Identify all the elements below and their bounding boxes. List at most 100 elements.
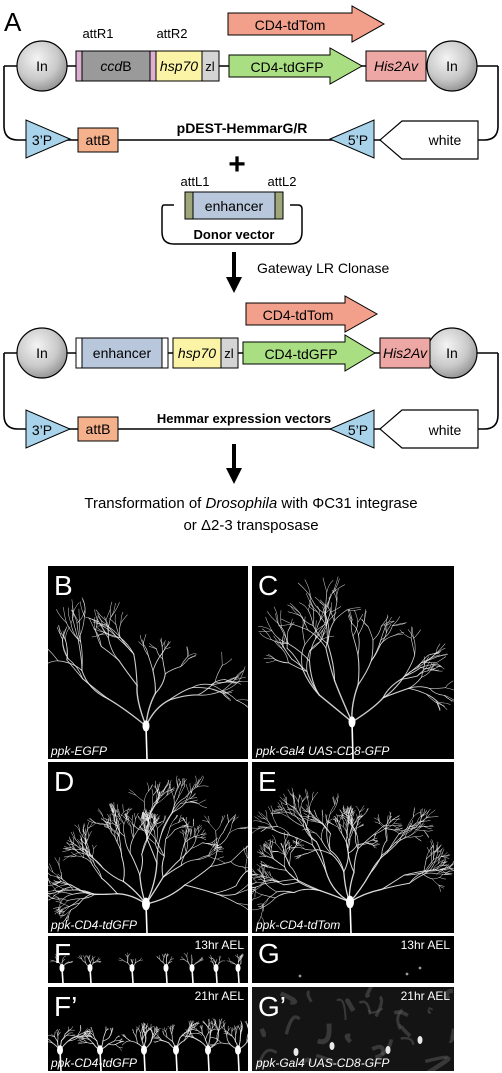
dendrite-branch (327, 643, 336, 681)
dendrite-branch (159, 958, 164, 963)
dendrite-branch (281, 627, 288, 649)
dendrite-branch (424, 872, 437, 875)
dendrite-branch (235, 954, 239, 958)
dendrite-branch (187, 1025, 191, 1033)
dendrite-branch (65, 639, 68, 661)
dendrite-branch (430, 846, 432, 855)
dendrite-branch (268, 841, 271, 850)
faint-cell (298, 974, 302, 978)
dendrite-branch (58, 1028, 61, 1033)
soma (163, 964, 169, 972)
dendrite-branch (116, 825, 126, 837)
dendrite-branch (126, 807, 130, 815)
dendrite-branch (196, 785, 209, 788)
dendrite-branch (182, 829, 186, 835)
dendrite-branch (435, 656, 447, 664)
dendrite-branch (135, 1036, 138, 1044)
dendrite-branch (132, 827, 135, 839)
dendrite-branch (72, 844, 79, 853)
dendrite-branch (271, 851, 279, 853)
dendrite-branch (263, 898, 269, 906)
dendrite-branch (282, 840, 286, 853)
dendrite-branch (235, 889, 248, 895)
dendrite-branch (91, 631, 105, 638)
dendrite-branch (439, 877, 446, 880)
dendrite-branch (436, 701, 441, 711)
dendrite-branch (238, 666, 246, 682)
expr-inverted-repeat-left (16, 327, 68, 379)
dendrite-branch (374, 817, 380, 822)
dendrite-branch (426, 850, 430, 860)
p3-triangle (25, 119, 72, 159)
expr-in-right-label: In (446, 345, 458, 361)
dendrite-branch (181, 817, 187, 824)
dendrite-branch (268, 875, 275, 882)
background-streak (259, 1028, 267, 1038)
dendrite-branch (194, 778, 201, 788)
dendrite-branch (138, 827, 144, 831)
dendrite-branch (83, 1028, 89, 1033)
dendrite-branch (188, 1035, 195, 1039)
dendrite-branch (426, 816, 439, 818)
dendrite-branch (326, 580, 334, 593)
dendrite-branch (119, 637, 135, 655)
dendrite-branch (346, 834, 348, 851)
dendrite-branch (210, 679, 226, 686)
dendrite-branch (290, 845, 296, 853)
dendrite-branch (283, 793, 287, 803)
attL1-label: attL1 (181, 174, 210, 189)
dendrite-branch (404, 870, 426, 876)
dendrite-branch (50, 1035, 55, 1038)
dendrite-branch (50, 890, 60, 895)
dendrite-branch (139, 634, 144, 645)
dendrite-branch (75, 855, 84, 858)
dendrite-branch (101, 877, 118, 895)
cd4-tdgfp-arrow (228, 47, 364, 85)
dendrite-branch (433, 669, 443, 672)
dendrite-branch (441, 849, 445, 857)
dendrite-branch (372, 837, 378, 841)
gateway-arrow-head (226, 277, 242, 293)
dendrite-branch (294, 802, 297, 810)
dendrite-branch (155, 843, 165, 857)
dendrite-branch (311, 844, 327, 873)
dendrite-branch (86, 1030, 89, 1035)
dendrite-branch (67, 884, 80, 890)
dendrite-branch (171, 1033, 173, 1042)
dendrite-branch (151, 823, 155, 832)
dendrite-branch (186, 956, 189, 963)
dendrite-branch (122, 1034, 127, 1038)
dendrite-branch (186, 823, 190, 832)
dendrite-branch (70, 851, 77, 857)
dendrite-branch (133, 1032, 137, 1038)
dendrite-branch (385, 818, 390, 828)
dendrite-branch (252, 886, 257, 889)
dendrite-branch (101, 818, 109, 824)
dendrite-branch (101, 624, 108, 634)
dendrite-branch (214, 846, 222, 849)
dendrite-branch (184, 792, 190, 804)
dendrite-branch (258, 811, 266, 820)
dendrite-branch (405, 836, 416, 838)
dendrite-branch (151, 1030, 154, 1036)
dendrite-branch (184, 865, 212, 886)
dendrite-branch (231, 816, 239, 824)
dendrite-branch (305, 593, 314, 607)
dendrite-branch (426, 847, 432, 855)
dendrite-branch (410, 637, 416, 655)
dendrite-branch (227, 814, 229, 823)
dendrite-branch (46, 1029, 47, 1033)
dendrite-branch (194, 775, 197, 788)
dendrite-branch (70, 843, 77, 846)
dendrite-branch (433, 856, 443, 860)
dendrite-branch (291, 658, 308, 672)
dendrite-branch (306, 790, 309, 800)
dendrite-branch (431, 839, 435, 849)
dendrite-branch (242, 866, 248, 872)
dendrite-branch (139, 959, 144, 961)
dendrite-branch (48, 884, 56, 886)
dendrite-branch (273, 881, 285, 886)
dendrite-branch (261, 894, 276, 899)
dendrite-branch (247, 881, 248, 885)
dendrite-branch (237, 956, 241, 960)
